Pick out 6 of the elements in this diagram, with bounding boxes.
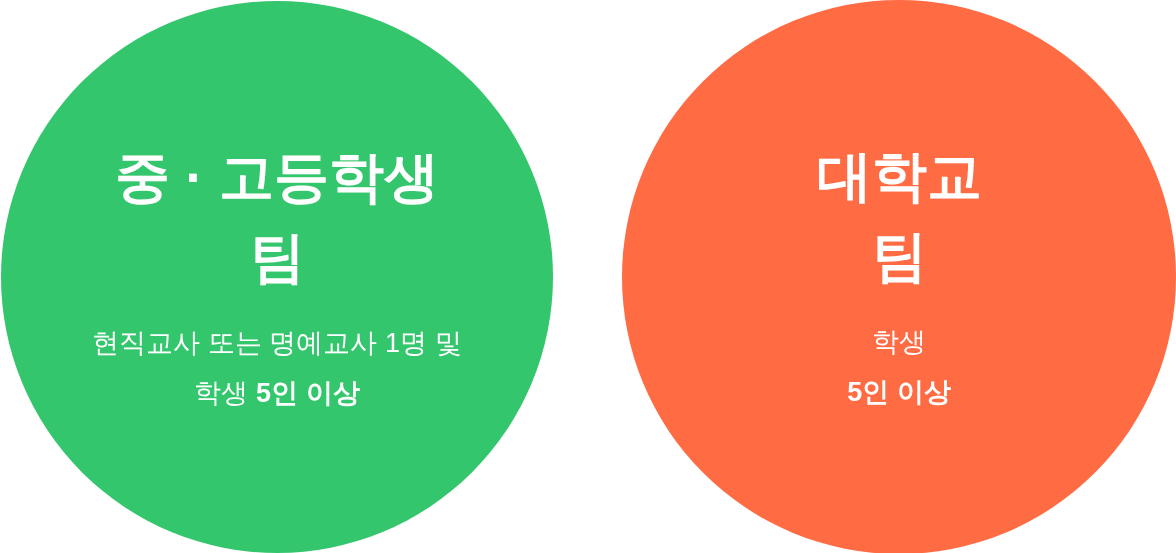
team-circle (1, 1, 553, 553)
team-requirements: 현직교사 또는 명예교사 1명 및 학생 5인 이상 (91, 327, 463, 410)
team-title: 대학교 팀 (815, 144, 983, 289)
team-circle (622, 0, 1176, 553)
team-requirements: 학생 5인 이상 (846, 326, 952, 409)
team-title: 중 · 고등학생 팀 (114, 145, 440, 290)
